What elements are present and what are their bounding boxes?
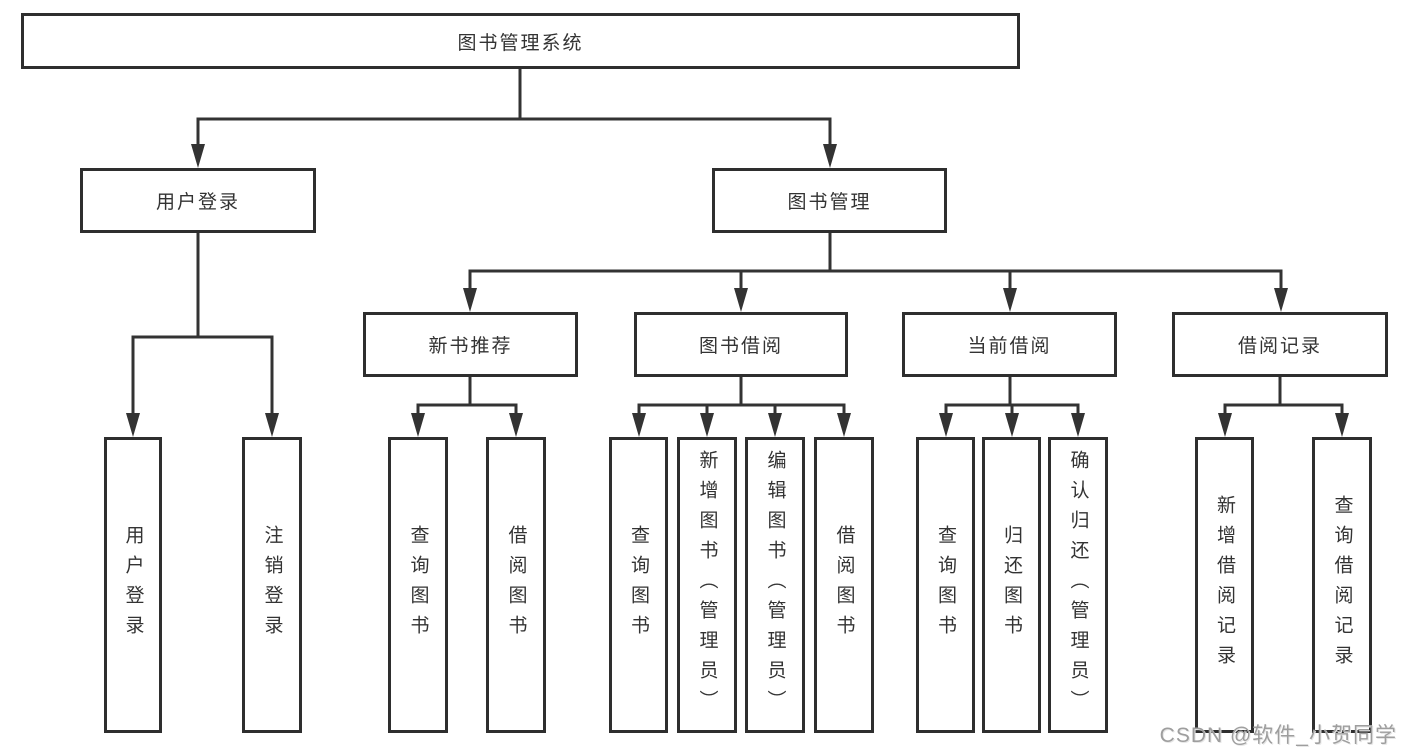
node-return-books: 归还图书 — [982, 437, 1041, 733]
node-label: 借阅图书 — [505, 525, 527, 645]
node-logout-leaf: 注销登录 — [242, 437, 302, 733]
node-current-borrowing: 当前借阅 — [902, 312, 1117, 377]
node-new-book-recommendation: 新书推荐 — [363, 312, 578, 377]
arrowhead-icons — [126, 144, 1349, 437]
connector-lines — [131, 67, 1344, 419]
node-label: 新书推荐 — [428, 336, 513, 357]
node-borrow-books-recommend: 借阅图书 — [486, 437, 546, 733]
node-borrowing-records: 借阅记录 — [1172, 312, 1388, 377]
node-book-management-module: 图书管理 — [712, 168, 947, 233]
node-query-books-borrowing: 查询图书 — [609, 437, 668, 733]
node-query-books-current: 查询图书 — [916, 437, 975, 733]
node-borrow-books-leaf: 借阅图书 — [814, 437, 874, 733]
node-book-borrowing: 图书借阅 — [634, 312, 848, 377]
node-label: 图书管理 — [787, 192, 872, 213]
node-query-books-recommend: 查询图书 — [388, 437, 448, 733]
node-label: 归还图书 — [1001, 525, 1022, 645]
node-label: 新增借阅记录 — [1214, 495, 1235, 675]
node-label: 注销登录 — [261, 525, 283, 645]
node-label: 确认归还（管理员） — [1067, 450, 1089, 720]
node-label: 借阅图书 — [833, 525, 855, 645]
node-label: 编辑图书（管理员） — [764, 450, 786, 720]
node-edit-books-admin: 编辑图书（管理员） — [745, 437, 805, 733]
node-label: 借阅记录 — [1237, 336, 1322, 357]
node-library-management-system: 图书管理系统 — [21, 13, 1020, 69]
node-query-borrow-record: 查询借阅记录 — [1312, 437, 1372, 733]
node-add-books-admin: 新增图书（管理员） — [677, 437, 737, 733]
node-user-login-module: 用户登录 — [80, 168, 316, 233]
node-label: 查询图书 — [628, 525, 649, 645]
node-label: 用户登录 — [155, 192, 240, 213]
node-confirm-return-admin: 确认归还（管理员） — [1048, 437, 1108, 733]
node-label: 查询图书 — [935, 525, 956, 645]
node-label: 新增图书（管理员） — [696, 450, 718, 720]
node-user-login-leaf: 用户登录 — [104, 437, 162, 733]
csdn-watermark: CSDN @软件_小贺同学 — [1159, 724, 1397, 747]
node-label: 查询借阅记录 — [1331, 495, 1353, 675]
node-add-borrow-record: 新增借阅记录 — [1195, 437, 1254, 733]
node-label: 用户登录 — [122, 525, 144, 645]
node-label: 查询图书 — [407, 525, 429, 645]
node-label: 当前借阅 — [967, 336, 1052, 357]
node-label: 图书借阅 — [698, 336, 783, 357]
node-label: 图书管理系统 — [457, 32, 584, 54]
